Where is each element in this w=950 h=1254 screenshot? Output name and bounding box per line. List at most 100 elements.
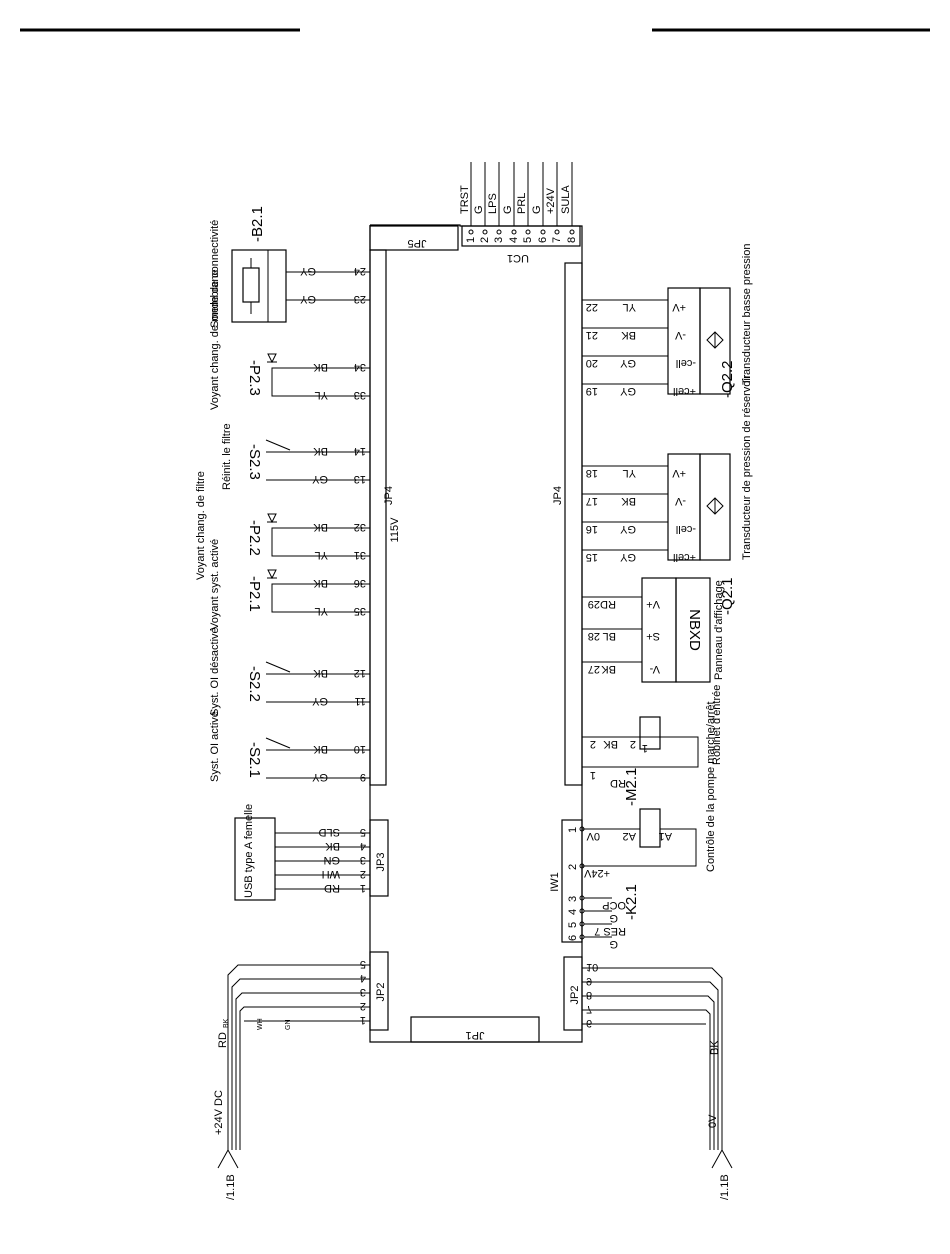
valve-pin-number: 2 bbox=[590, 738, 596, 750]
valve-coil-pin: 2 bbox=[630, 738, 636, 750]
jp3-connector bbox=[369, 819, 389, 897]
jp4-right-strip bbox=[564, 262, 583, 786]
q22-pin-number: 21 bbox=[586, 329, 598, 341]
s22-label: Syst. OI désactivé bbox=[209, 627, 221, 716]
display-terminal: V+ bbox=[646, 598, 660, 610]
relay-coil-pin: A2 bbox=[623, 830, 636, 842]
pump-relay-k21: A1 A2 0V +24V -K2.1 Contrôle de la pompe… bbox=[582, 701, 717, 920]
valve-ref: -M2.1 bbox=[623, 768, 640, 806]
relay-label: Contrôle de la pompe marche/arrêt bbox=[705, 701, 717, 872]
q22-terminal: +V bbox=[672, 301, 686, 313]
s21-pin-a: 10 bbox=[354, 743, 366, 755]
q22-pin-number: 19 bbox=[586, 385, 598, 397]
jp4-left-label: JP4 bbox=[383, 486, 395, 505]
p21-ref: -P2.1 bbox=[246, 576, 263, 612]
uc1-pin-number: 1 bbox=[465, 237, 477, 243]
usb-wire-color: WH bbox=[322, 868, 340, 880]
uc1-pin: 8 SULA bbox=[560, 162, 578, 243]
q21-wire-color: YL bbox=[623, 467, 636, 479]
iw1-pin-number: 4 bbox=[567, 909, 579, 915]
uc1-signal: PRL bbox=[516, 193, 528, 214]
q22-wire-color: GY bbox=[619, 385, 636, 397]
display-pin-number: 28 bbox=[588, 630, 600, 642]
s23-ref: -S2.3 bbox=[246, 444, 263, 480]
p21-pin-b: 35 bbox=[354, 605, 366, 617]
display-label: Panneau d'affichage bbox=[713, 580, 725, 680]
jp5-connector bbox=[369, 225, 459, 251]
display-terminal: V- bbox=[649, 663, 660, 675]
display-wire-color: BL bbox=[603, 630, 616, 642]
p22-wire-color-a: BK bbox=[313, 521, 328, 533]
iw1-signal: RES 7 bbox=[594, 925, 626, 937]
supply-24v-label: +24V DC bbox=[213, 1090, 225, 1135]
jp2-right-harness: 10 9 8 7 6 BK 0V /1.1B bbox=[582, 961, 733, 1200]
jp2-left-pin-number: 5 bbox=[360, 958, 366, 970]
supply-arrow-icon bbox=[711, 1148, 733, 1169]
q22-wire-color: BK bbox=[621, 329, 636, 341]
uc1-pin: 6 G bbox=[531, 162, 549, 243]
usb-wire-color: SLD bbox=[319, 826, 340, 838]
p22-wire-color-b: YL bbox=[315, 549, 328, 561]
s22-pin-b: 11 bbox=[355, 695, 366, 707]
jp2-right-connector bbox=[563, 956, 583, 1031]
relay-ref: -K2.1 bbox=[623, 884, 640, 920]
q22-wire-color: YL bbox=[623, 301, 636, 313]
iw1-signal: G bbox=[609, 938, 618, 950]
s23-wire-color-a: BK bbox=[313, 445, 328, 457]
indicator-p22: BK YL 32 31 -P2.2 Voyant chang. de filtr… bbox=[195, 471, 370, 580]
b21-ref: -B2.1 bbox=[249, 206, 266, 242]
s22-ref: -S2.2 bbox=[246, 666, 263, 702]
transducer-q22: 22 21 20 19 YL BK GY GY +V -V -cell +cel… bbox=[582, 244, 753, 398]
b21-pin-b: 23 bbox=[354, 293, 366, 305]
usb-label: USB type A femelle bbox=[243, 804, 255, 898]
supply-0v-ref: /1.1B bbox=[719, 1174, 731, 1200]
uc1-signal: TRST bbox=[459, 185, 471, 214]
led-icon bbox=[267, 353, 277, 364]
transducer-q21: 18 17 16 15 YL BK GY GY +V -V -cell +cel… bbox=[582, 374, 753, 615]
uc1-pins: 1 TRST 2 G 3 LPS 4 G 5 PRL bbox=[459, 162, 578, 243]
supply-24v-ref: /1.1B bbox=[225, 1174, 237, 1200]
q21-terminal: -cell bbox=[676, 523, 696, 535]
voltage-label: 115V bbox=[389, 517, 401, 543]
jp2-right-pin-number: 9 bbox=[586, 975, 592, 987]
s22-pin-a: 12 bbox=[354, 667, 366, 679]
uc1-pin: 2 G bbox=[473, 162, 491, 243]
display-name: NBXD bbox=[686, 609, 703, 651]
indicator-p23: BK YL 34 33 -P2.3 Voyant chang. de membr… bbox=[209, 269, 370, 410]
usb-pin-number: 1 bbox=[360, 882, 366, 894]
display-panel-nbxd: NBXD 29 28 27 RD BL BK V+ S+ V- Panneau … bbox=[582, 577, 725, 683]
s23-pin-b: 13 bbox=[354, 473, 366, 485]
usb-pin-number: 2 bbox=[360, 868, 366, 880]
switch-s21: BK GY 10 9 -S2.1 Syst. OI activé bbox=[209, 711, 370, 783]
p23-pin-a: 34 bbox=[354, 361, 366, 373]
led-icon bbox=[267, 569, 277, 580]
p23-wire-color-b: YL bbox=[315, 389, 328, 401]
uc1-label: UC1 bbox=[507, 252, 529, 264]
q22-terminal: -V bbox=[674, 329, 686, 341]
display-pin-number: 27 bbox=[588, 663, 600, 675]
p21-label: Voyant syst. activé bbox=[209, 539, 221, 630]
p23-label: Voyant chang. de membrane bbox=[209, 269, 221, 410]
q21-pin-number: 18 bbox=[586, 467, 598, 479]
iw1-connector bbox=[561, 819, 583, 943]
iw1-label: IW1 bbox=[549, 872, 561, 892]
q22-wire-color: GY bbox=[619, 357, 636, 369]
p21-wire-color-a: BK bbox=[313, 577, 328, 589]
iw1-pin-number: 5 bbox=[567, 922, 579, 928]
valve-coil-icon bbox=[639, 716, 661, 750]
p22-pin-a: 32 bbox=[354, 521, 366, 533]
q22-ref: -Q2.2 bbox=[719, 360, 736, 398]
uc1-signal: LPS bbox=[487, 193, 499, 214]
relay-wire-label: 0V bbox=[586, 830, 600, 842]
display-pin-number: 29 bbox=[588, 598, 600, 610]
s21-pin-b: 9 bbox=[360, 771, 366, 783]
jp2-left-wire-color: BK bbox=[223, 1018, 230, 1028]
usb-wire-color: GN bbox=[323, 854, 340, 866]
probe-resistor-icon bbox=[242, 267, 260, 303]
supply-arrow-icon bbox=[217, 1148, 239, 1169]
p21-wire-color-b: YL bbox=[315, 605, 328, 617]
b21-pin-a: 24 bbox=[354, 265, 366, 277]
p21-pin-a: 36 bbox=[354, 577, 366, 589]
q21-terminal: -V bbox=[674, 495, 686, 507]
uc1-pin-number: 8 bbox=[566, 237, 578, 243]
